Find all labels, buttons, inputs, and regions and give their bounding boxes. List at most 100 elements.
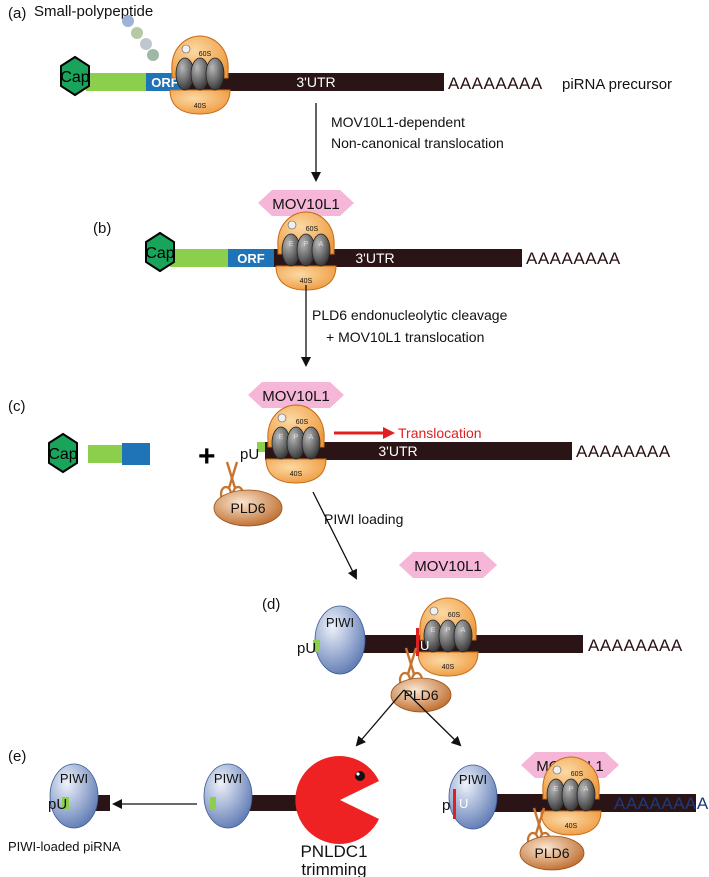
mov10l1-shape [248,382,344,408]
three-prime-utr-strand [184,73,444,91]
split-arrows [355,689,462,747]
plus-sign: + [198,440,216,473]
pnldc1-label: PNLDC1 [300,842,367,861]
panel-c-tag: (c) [8,398,26,415]
five-prime-utr [170,249,230,267]
peptide-bead [147,49,159,61]
translocation-label: Translocation [398,425,482,441]
pnldc1-eye-highlight [356,772,360,776]
site-a: A [584,786,589,793]
piwi-right-label: PIWI [459,772,487,787]
step-c-to-d: PIWI loading [312,491,403,580]
panel-d: (d) MOV10L1 PIWI pU 60S 40S E P A U AAAA… [262,552,683,713]
piwi-loaded-pirna-label: PIWI-loaded piRNA [8,839,121,854]
utr-label: 3'UTR [296,74,335,90]
peptide-bead [122,15,134,27]
pu-nucleotide [313,640,320,652]
step-a-to-b: MOV10L1-dependent Non-canonical transloc… [311,103,504,182]
panel-d-tag: (d) [262,596,280,613]
panel-e: (e) PIWI pU PIWI-loaded piRNA PIWI PNLDC… [8,748,709,877]
site-e: E [431,627,436,634]
ribosome-60s-label: 60S [571,771,584,778]
panel-b: (b) MOV10L1 ORF 3'UTR Cap 60S 40S E P A … [93,190,621,291]
three-prime-utr-strand [274,249,522,267]
mov10l1-label: MOV10L1 [414,558,482,575]
polya-tail: AAAAAAAA [614,794,709,813]
pld6-shape [519,835,585,871]
panel-c: (c) Cap + MOV10L1 3'UTR pU 60S 40S E P A… [8,382,671,527]
polypeptide-chain [122,15,159,61]
peptide-bead [131,27,143,39]
piwi-protein [448,764,498,830]
arrow-to-next-cycle [403,689,462,747]
site-p: P [446,627,451,634]
step-bc-line1: PLD6 endonucleolytic cleavage [312,307,508,323]
p-right-label: p [442,797,450,814]
u-label: U [420,638,429,653]
panel-e-tag: (e) [8,748,26,765]
piwi-protein [49,763,99,829]
site-a: A [309,434,314,441]
mov10l1-shape [399,552,497,578]
pu-nucleotide [257,442,265,452]
ribosome-60s-label: 60S [296,419,309,426]
pnldc1-eye [355,771,365,781]
pnldc1-pacman-icon [295,756,379,844]
cap-hexagon [60,55,90,97]
utr-label: 3'UTR [355,250,394,266]
ribosome-60s-label: 60S [306,226,319,233]
pirna-precursor-label: piRNA precursor [562,76,672,93]
polya-tail: AAAAAAAA [448,74,543,93]
site-a: A [319,241,324,248]
piwi-label: PIWI [326,615,354,630]
polya-tail: AAAAAAAA [526,249,621,268]
pld6-label: PLD6 [534,845,569,861]
u-right-label: U [459,796,468,811]
cleavage-site-marker [453,789,456,819]
site-p: P [569,786,574,793]
site-a: A [461,627,466,634]
ribosome-40s-label: 40S [300,278,313,285]
step-ab-line2: Non-canonical translocation [331,135,504,151]
piwi-left-label: PIWI [60,771,88,786]
ribosome-60s-label: 60S [199,51,212,58]
trimming-label: trimming [301,860,366,877]
orf-box [228,249,274,267]
arrow-to-trimming [355,689,405,747]
site-e: E [554,786,559,793]
pu-nucleotide [210,797,216,809]
cap-hexagon [48,432,78,474]
utr-label: 3'UTR [378,443,417,459]
mov10l1-label: MOV10L1 [272,196,340,213]
polya-tail: AAAAAAAA [588,636,683,655]
site-p: P [304,241,309,248]
cleaved-five-prime-utr [88,445,124,463]
orf-label: ORF [237,251,265,266]
polya-tail: AAAAAAAA [576,442,671,461]
cleaved-orf-box [122,443,150,465]
site-p: P [294,434,299,441]
site-e: E [279,434,284,441]
panel-a-tag: (a) [8,5,26,22]
step-ab-line1: MOV10L1-dependent [331,114,465,130]
pu-label: pU [240,446,259,463]
orf-label: ORF [151,75,179,90]
cleavage-site-marker [416,628,419,656]
piwi-mid-label: PIWI [214,771,242,786]
pld6-shape [390,677,452,713]
panel-a: (a) Small-polypeptide ORF 3'UTR Cap 60S … [8,3,672,115]
piwi-protein [203,763,253,829]
peptide-bead [140,38,152,50]
cap-label: Cap [48,446,77,463]
cap-label: Cap [60,69,89,86]
small-polypeptide-label: Small-polypeptide [34,3,153,20]
cap-hexagon [145,231,175,273]
ribosome-40s-label: 40S [565,823,578,830]
arrow-diagonal [312,491,357,580]
step-cd-line1: PIWI loading [324,511,403,527]
mov10l1-shape [258,190,354,216]
pld6-label: PLD6 [230,500,265,516]
ribosome-40s-label: 40S [194,103,207,110]
ribosome-40s-label: 40S [442,664,455,671]
